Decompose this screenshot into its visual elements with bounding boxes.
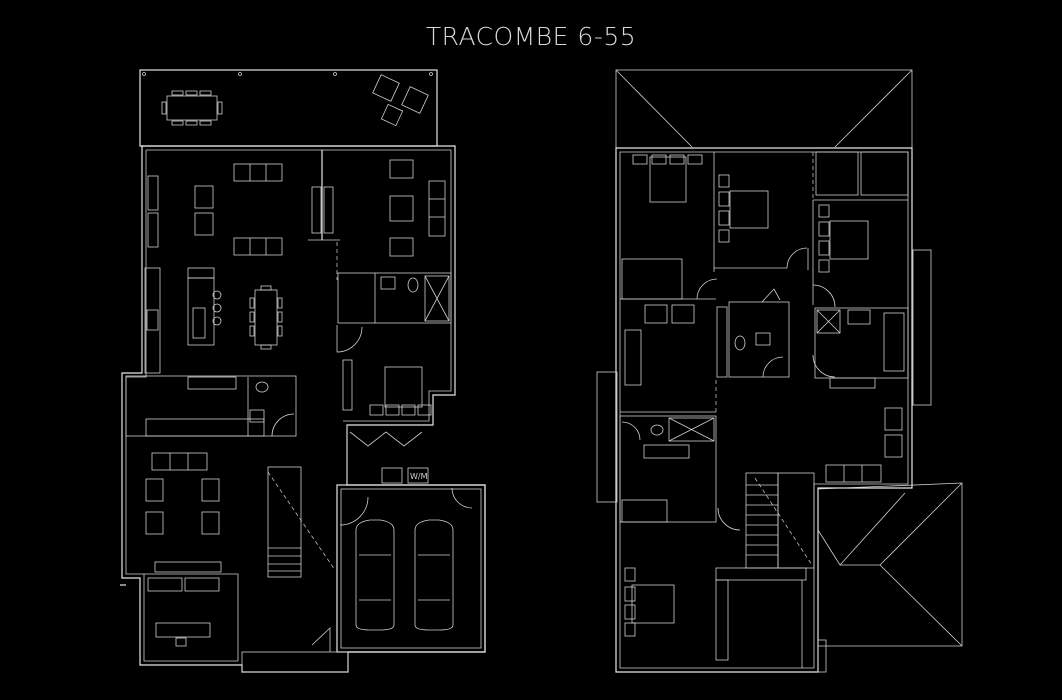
lower-roof — [817, 482, 963, 647]
roof-top — [615, 69, 913, 149]
plan-title: TRACOMBE 6-55 — [425, 22, 637, 51]
wardrobe — [621, 258, 683, 300]
vanity — [643, 444, 690, 459]
sofa — [428, 180, 446, 237]
bed — [829, 220, 869, 260]
wardrobe — [715, 579, 729, 661]
armchair — [644, 304, 668, 324]
sofa — [233, 237, 283, 256]
armchair — [201, 478, 220, 502]
toilet — [407, 277, 419, 293]
ground-floor-plan: W/M — [120, 69, 486, 673]
bathroom — [728, 301, 790, 378]
tv-unit — [154, 561, 222, 573]
toilet — [734, 335, 746, 351]
dining-table — [254, 289, 278, 346]
armchair — [884, 434, 903, 458]
cooktop — [146, 309, 159, 331]
ensuite — [337, 272, 452, 324]
garage — [336, 484, 486, 653]
bed — [729, 190, 769, 229]
porch — [241, 651, 349, 673]
bed — [384, 366, 423, 408]
laundry-tub — [381, 467, 403, 484]
armchair — [884, 407, 903, 431]
shower — [668, 417, 715, 442]
staircase — [745, 472, 779, 569]
kitchen-sink — [192, 307, 206, 339]
armchair — [389, 159, 414, 179]
kitchen-island — [187, 277, 215, 346]
armchair — [201, 511, 220, 535]
armchair — [194, 185, 214, 209]
first-floor-outer-wall — [615, 147, 913, 673]
void — [777, 472, 815, 569]
sofa — [233, 163, 283, 182]
tv-unit — [829, 377, 876, 389]
car-left — [355, 519, 395, 631]
ground-floor-outer-wall — [121, 145, 486, 673]
washing-machine — [407, 467, 429, 484]
first-floor-plan — [596, 69, 963, 673]
basin — [847, 309, 871, 325]
kitchen-bench — [144, 267, 161, 374]
staircase — [267, 466, 302, 578]
car-right — [414, 519, 454, 631]
sofa — [624, 329, 642, 386]
armchair — [145, 511, 164, 535]
basin — [249, 409, 265, 423]
bath — [621, 499, 668, 523]
bath — [883, 312, 905, 372]
study-desk — [155, 622, 211, 638]
outdoor-lounge-chairs — [372, 74, 429, 127]
basin — [755, 332, 771, 346]
alfresco-deck — [139, 69, 438, 147]
toilet — [255, 381, 269, 393]
toilet — [650, 424, 664, 436]
bed — [649, 156, 687, 203]
shower — [424, 275, 450, 322]
armchair — [145, 478, 164, 502]
armchair — [671, 304, 695, 324]
washing-machine-label: W/M — [410, 472, 428, 481]
ensuite — [814, 307, 909, 379]
armchair — [389, 237, 414, 257]
basin — [380, 276, 396, 290]
sofa — [151, 452, 208, 471]
armchair — [194, 212, 214, 236]
outdoor-dining-table — [161, 90, 223, 126]
bed — [631, 584, 675, 624]
main-bathroom — [619, 415, 717, 523]
sofa — [825, 464, 882, 483]
shower — [816, 309, 841, 334]
butlers-pantry — [125, 375, 297, 437]
coffee-table — [389, 195, 414, 222]
